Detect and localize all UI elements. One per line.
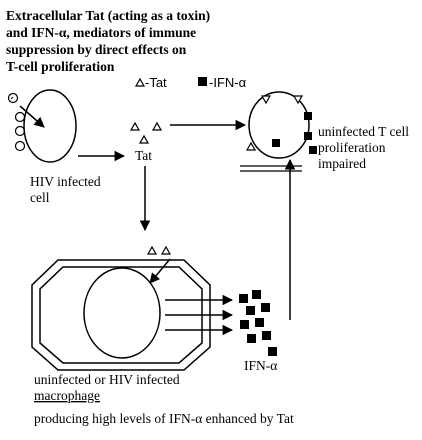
tat-triangle-icon — [151, 121, 163, 131]
tat-cluster: Tat — [129, 121, 163, 163]
t-cell-label-3: impaired — [318, 156, 366, 171]
tat-triangle-icon — [146, 245, 158, 255]
legend-ifn-square-icon — [198, 77, 207, 86]
title-line-3: suppression by direct effects on — [6, 42, 187, 57]
ifn-square-icon — [262, 331, 271, 340]
hiv-infected-cell: HIV infected cell — [7, 89, 101, 205]
macrophage-outer-membrane — [31, 259, 211, 371]
ifn-square-icon — [240, 320, 249, 329]
bound-ifn-square-icon — [309, 146, 317, 154]
legend: -Tat -IFN-α — [134, 75, 247, 90]
bound-ifn-square-icon — [304, 132, 312, 140]
ifn-label: IFN-α — [244, 358, 277, 373]
ifn-square-icon — [255, 318, 264, 327]
virion-particle — [7, 92, 19, 104]
t-cell-membrane — [248, 91, 310, 159]
infected-cell-label-1: HIV infected — [30, 174, 101, 189]
macrophage-nucleus — [83, 267, 161, 359]
ifn-square-icon — [239, 294, 248, 303]
tat-uptake-arrow — [149, 258, 171, 284]
virion-particle — [14, 140, 26, 152]
macrophage: uninfected or HIV infected macrophage pr… — [31, 245, 294, 426]
tat-triangle-icon — [160, 245, 172, 255]
ifn-square-icon — [247, 334, 256, 343]
macrophage-label-1: uninfected or HIV infected — [34, 372, 180, 387]
infected-cell-membrane — [23, 89, 77, 163]
legend-tat-triangle-icon — [134, 77, 146, 87]
tat-triangle-icon — [138, 134, 150, 144]
macrophage-inner-membrane — [39, 266, 203, 364]
virion-particle — [14, 125, 26, 137]
tat-triangle-icon — [129, 121, 141, 131]
ifn-square-icon — [261, 303, 270, 312]
legend-ifn-label: -IFN-α — [209, 75, 247, 90]
title-line-1: Extracellular Tat (acting as a toxin) — [6, 8, 210, 23]
legend-tat-label: -Tat — [145, 75, 167, 90]
tat-label: Tat — [135, 148, 152, 163]
virion-particle — [14, 111, 26, 123]
ifn-square-icon — [268, 347, 277, 356]
bound-tat-triangle-icon — [292, 95, 304, 105]
diagram-title: Extracellular Tat (acting as a toxin) an… — [6, 8, 210, 74]
macrophage-label-2: macrophage — [34, 388, 100, 403]
ifn-alpha-cluster: IFN-α — [239, 290, 277, 373]
bound-ifn-square-icon — [272, 139, 280, 147]
bound-tat-triangle-icon — [260, 95, 272, 105]
ifn-square-icon — [252, 290, 261, 299]
uninfected-t-cell: uninfected T cell proliferation impaired — [240, 91, 409, 172]
title-line-2: and IFN-α, mediators of immune — [6, 25, 196, 40]
t-cell-label-2: proliferation — [318, 140, 386, 155]
virus-entry-arrow — [19, 105, 45, 128]
infected-cell-label-2: cell — [30, 190, 50, 205]
t-cell-label-1: uninfected T cell — [318, 124, 409, 139]
title-line-4: T-cell proliferation — [6, 59, 115, 74]
bound-tat-triangle-icon — [245, 141, 257, 151]
macrophage-label-3: producing high levels of IFN-α enhanced … — [34, 411, 294, 426]
ifn-square-icon — [246, 306, 255, 315]
bound-ifn-square-icon — [304, 112, 312, 120]
